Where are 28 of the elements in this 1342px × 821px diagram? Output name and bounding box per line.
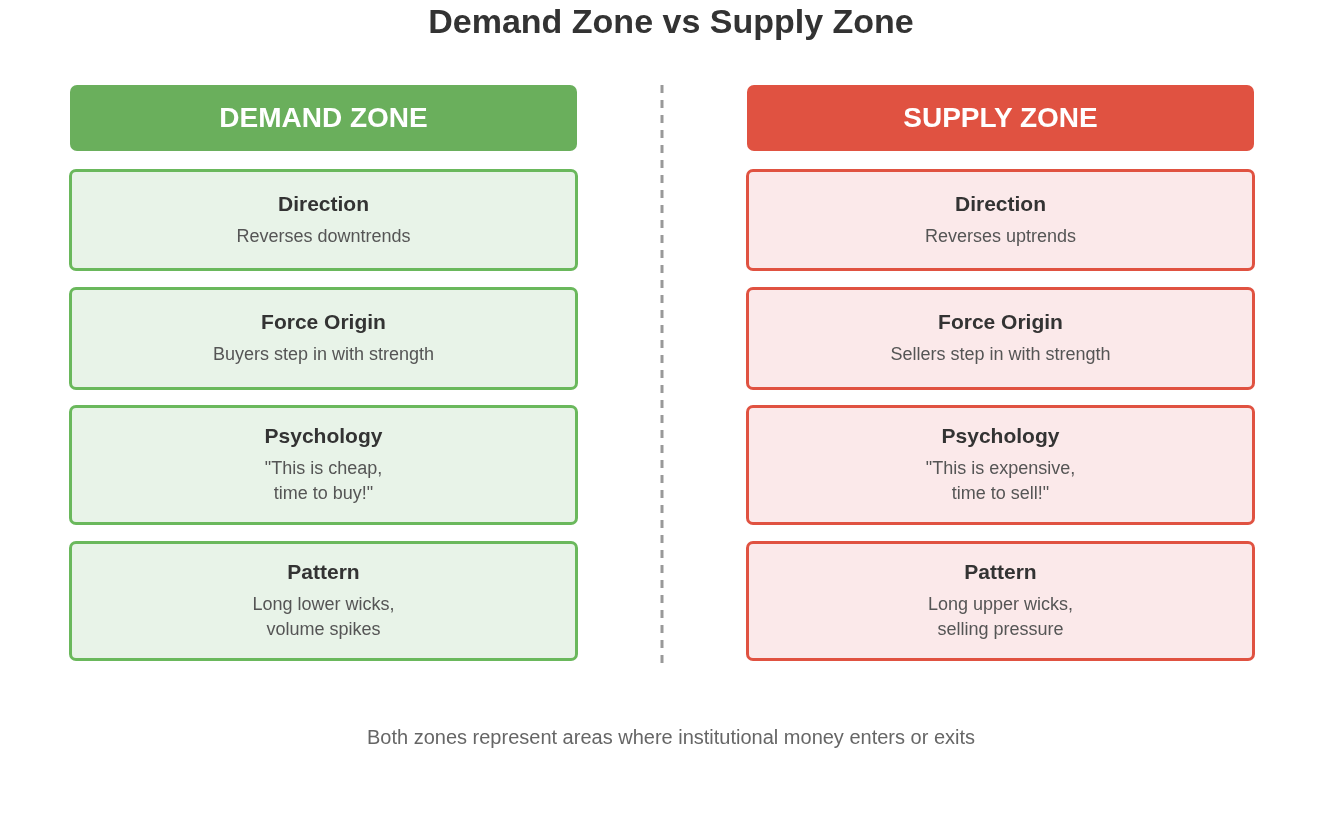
card-text: Reverses uptrends bbox=[924, 224, 1077, 248]
card-heading: Pattern bbox=[964, 560, 1037, 584]
info-card bbox=[69, 541, 578, 661]
info-card bbox=[69, 405, 578, 525]
info-card bbox=[746, 287, 1255, 390]
card-text: Sellers step in with strength bbox=[890, 343, 1111, 366]
card-heading: Direction bbox=[278, 191, 369, 216]
card-heading: Psychology bbox=[264, 424, 383, 448]
card-text: Buyers step in with strength bbox=[212, 343, 435, 366]
info-card bbox=[746, 541, 1255, 661]
card-heading: Force Origin bbox=[261, 310, 386, 334]
card-text: Reverses downtrends bbox=[236, 224, 411, 248]
card-heading: Force Origin bbox=[938, 310, 1063, 334]
info-card bbox=[69, 169, 578, 271]
card-text: "This is expensive, time to sell!" bbox=[924, 457, 1077, 505]
zone-header: SUPPLY ZONE bbox=[747, 85, 1254, 151]
card-text: "This is cheap, time to buy!" bbox=[263, 457, 384, 505]
card-text: Long upper wicks, selling pressure bbox=[926, 593, 1075, 641]
info-card bbox=[746, 405, 1255, 525]
card-heading: Psychology bbox=[941, 424, 1060, 448]
info-card bbox=[746, 169, 1255, 271]
card-text: Long lower wicks, volume spikes bbox=[251, 593, 396, 641]
diagram-title: Demand Zone vs Supply Zone bbox=[428, 2, 914, 40]
card-heading: Direction bbox=[955, 191, 1046, 216]
card-heading: Pattern bbox=[287, 560, 360, 584]
info-card bbox=[69, 287, 578, 390]
caption-text: Both zones represent areas where institutional money enters or exits bbox=[366, 726, 976, 748]
zone-header: DEMAND ZONE bbox=[70, 85, 577, 151]
